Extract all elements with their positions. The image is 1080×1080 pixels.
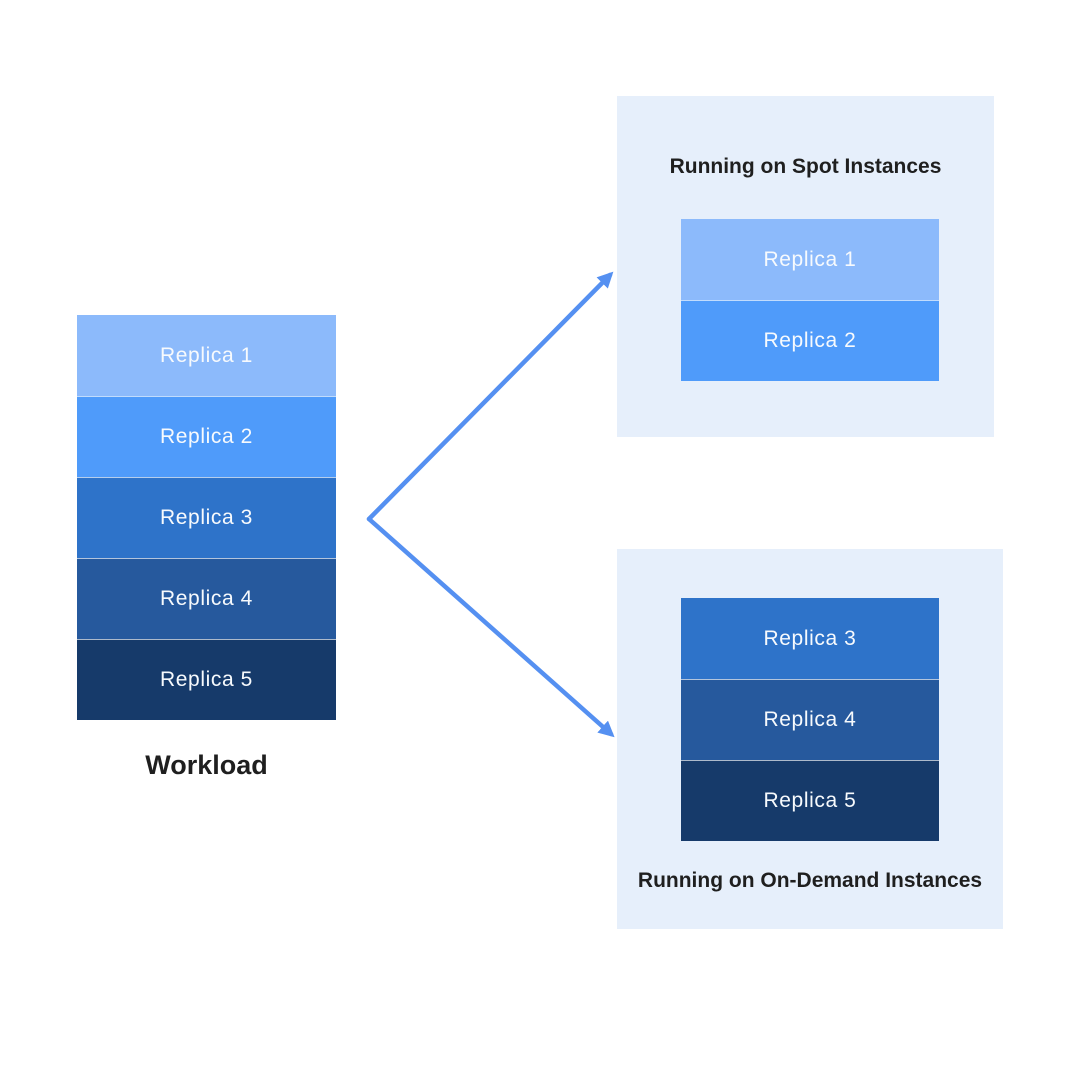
- replica-label: Replica 4: [160, 587, 253, 610]
- workload-caption: Workload: [145, 750, 268, 780]
- replica-label: Replica 5: [763, 789, 857, 812]
- replica-label: Replica 3: [763, 626, 857, 650]
- arrow-to-spot-icon: [366, 271, 614, 522]
- ondemand-replica-stack: Replica 3 Replica 4 Replica 5: [681, 598, 939, 841]
- spot-replica-stack: Replica 1 Replica 2: [681, 219, 939, 381]
- arrow-to-ondemand-icon: [366, 516, 615, 738]
- ondemand-replica-3: Replica 3: [681, 598, 939, 679]
- workload-replica-1: Replica 1: [77, 315, 336, 396]
- replica-label: Replica 2: [160, 425, 253, 448]
- replica-label: Replica 4: [763, 708, 857, 731]
- ondemand-replica-4: Replica 4: [681, 679, 939, 760]
- replica-label: Replica 1: [160, 343, 253, 367]
- ondemand-instances-panel: Replica 3 Replica 4 Replica 5 Running on…: [617, 549, 1003, 929]
- workload-replica-2: Replica 2: [77, 396, 336, 477]
- workload-replica-3: Replica 3: [77, 477, 336, 558]
- replica-label: Replica 2: [763, 329, 857, 352]
- spot-instances-panel: Running on Spot Instances Replica 1 Repl…: [617, 96, 994, 437]
- ondemand-replica-5: Replica 5: [681, 760, 939, 841]
- replica-label: Replica 5: [160, 668, 253, 691]
- workload-replica-4: Replica 4: [77, 558, 336, 639]
- ondemand-panel-title: Running on On-Demand Instances: [637, 869, 983, 892]
- spot-replica-2: Replica 2: [681, 300, 939, 381]
- workload-replica-5: Replica 5: [77, 639, 336, 720]
- spot-panel-title: Running on Spot Instances: [669, 155, 942, 178]
- replica-label: Replica 1: [763, 247, 857, 271]
- spot-replica-1: Replica 1: [681, 219, 939, 300]
- workload-stack: Replica 1 Replica 2 Replica 3 Replica 4 …: [77, 315, 336, 720]
- replica-label: Replica 3: [160, 506, 253, 529]
